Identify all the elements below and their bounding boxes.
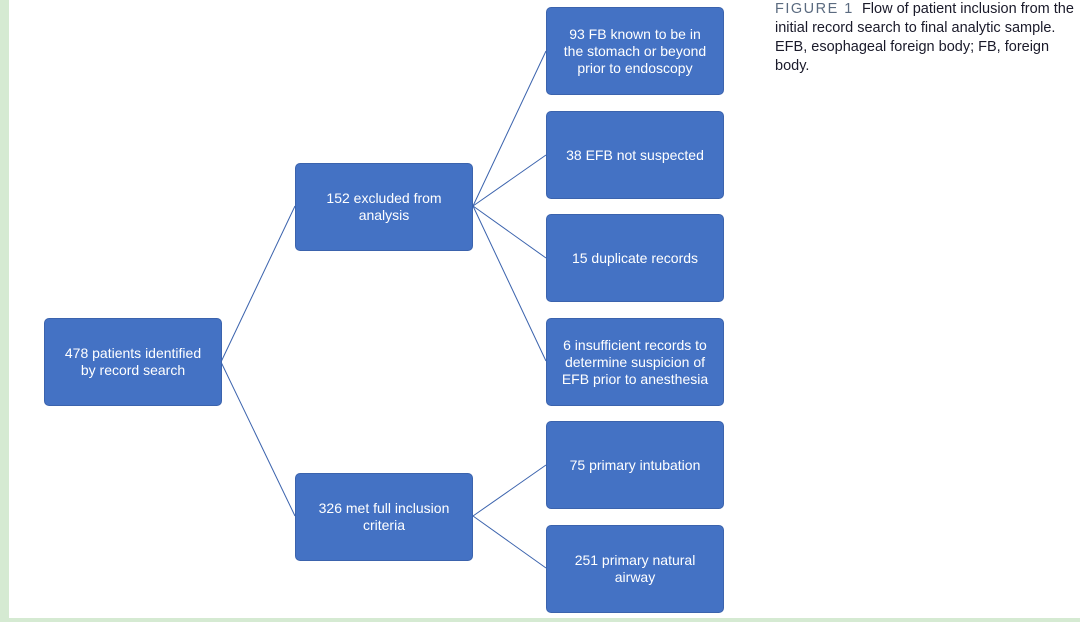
figure-caption-text: Flow of patient inclusion from the initi… [775,1,1074,74]
node-excluded-not-suspected: 38 EFB not suspected [546,111,724,199]
figure-caption: FIGURE 1 Flow of patient inclusion from … [775,0,1080,76]
flowchart-canvas: 478 patients identified by record search… [9,0,1080,618]
node-excluded-insufficient: 6 insufficient records to determine susp… [546,318,724,406]
edge-excluded-ex4 [472,205,547,362]
connector-layer [220,50,547,569]
node-root: 478 patients identified by record search [44,318,222,406]
node-excluded: 152 excluded from analysis [295,163,473,251]
node-primary-intubation: 75 primary intubation [546,421,724,509]
node-excluded-stomach: 93 FB known to be in the stomach or beyo… [546,7,724,95]
edge-root-excluded [220,205,296,363]
node-included: 326 met full inclusion criteria [295,473,473,561]
node-excluded-duplicate: 15 duplicate records [546,214,724,302]
edge-excluded-ex2 [472,154,547,207]
edge-included-in1 [472,464,547,517]
node-primary-natural-airway: 251 primary natural airway [546,525,724,613]
edge-included-in2 [472,515,547,569]
edge-excluded-ex3 [472,205,547,259]
edge-excluded-ex1 [472,50,547,207]
figure-label: FIGURE 1 [775,1,854,17]
edge-root-included [220,361,296,517]
